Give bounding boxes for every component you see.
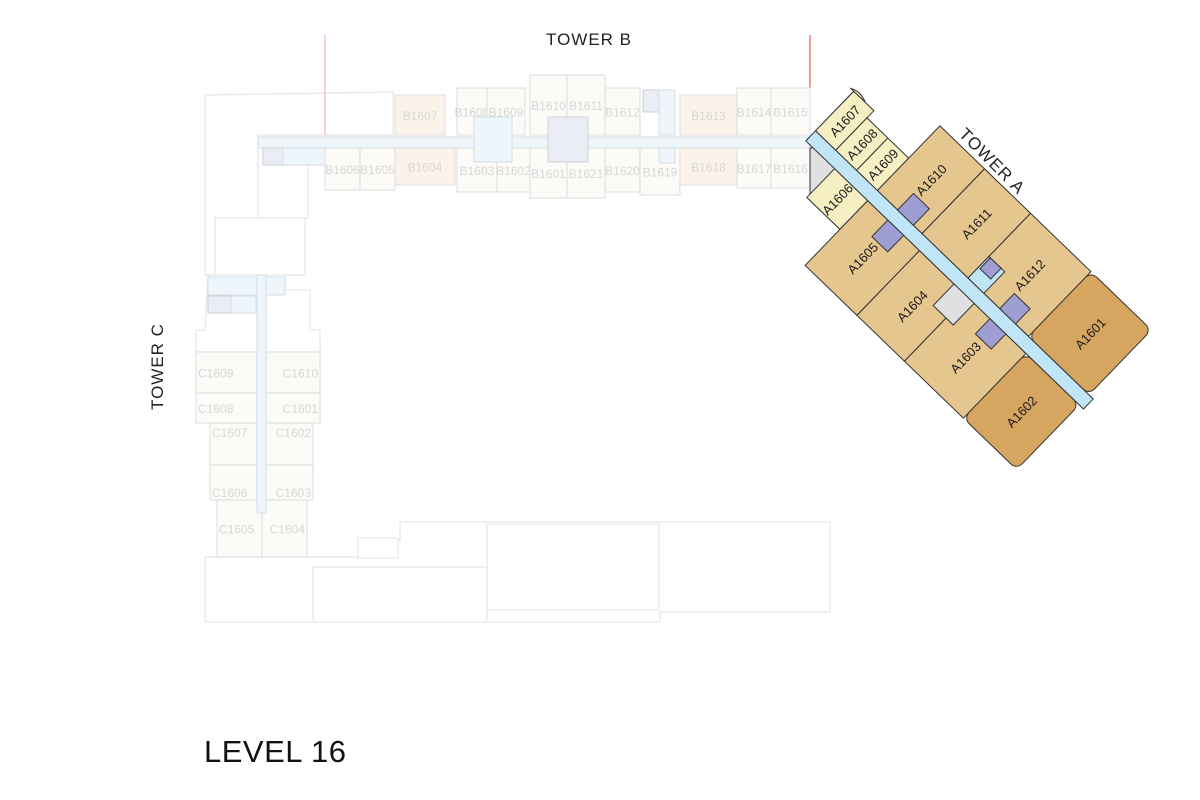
- unit-a1601[interactable]: A1601: [1028, 272, 1151, 395]
- unit-label: B1607: [403, 109, 438, 123]
- unit-b1617[interactable]: B1617: [736, 147, 772, 189]
- unit-b1606[interactable]: B1606: [324, 147, 361, 191]
- unit-label: B1610: [531, 99, 566, 113]
- unit-label: B1611: [569, 99, 603, 113]
- unit-label: B1615: [773, 106, 808, 120]
- unit-label: B1604: [408, 161, 443, 175]
- unit-b1612[interactable]: B1612: [604, 87, 641, 136]
- unit-a1606[interactable]: A1606: [806, 167, 869, 231]
- unit-outline[interactable]: [265, 351, 321, 394]
- stair-block: [230, 295, 257, 314]
- unit-outline[interactable]: [736, 147, 772, 189]
- unit-label: B1606: [325, 163, 360, 177]
- unit-label: B1609: [489, 106, 524, 120]
- unit-label: B1621: [569, 167, 604, 181]
- core-block: [207, 295, 232, 314]
- unit-c1607[interactable]: C1607: [209, 422, 258, 466]
- unit-outline[interactable]: [209, 464, 258, 501]
- unit-c1603[interactable]: C1603: [265, 464, 314, 501]
- unit-label: C1607: [212, 426, 248, 440]
- unit-label: B1603: [460, 164, 495, 178]
- unit-label: B1614: [737, 106, 772, 120]
- unit-label: B1620: [605, 164, 640, 178]
- unit-a1604[interactable]: A1604: [856, 249, 968, 362]
- unit-c1610[interactable]: C1610: [265, 351, 321, 394]
- podium-outline: [204, 91, 831, 623]
- unit-c1606[interactable]: C1606: [209, 464, 258, 501]
- unit-outline[interactable]: [604, 87, 641, 136]
- unit-outline[interactable]: [394, 94, 446, 136]
- unit-outline[interactable]: [394, 147, 456, 186]
- core-block: [473, 116, 513, 163]
- unit-c1608[interactable]: C1608: [195, 392, 258, 424]
- unit-b1604[interactable]: B1604: [394, 147, 456, 186]
- unit-label: B1608: [455, 106, 490, 120]
- unit-b1618[interactable]: B1618: [679, 147, 738, 186]
- unit-outline[interactable]: [736, 87, 772, 136]
- unit-b1616[interactable]: B1616: [770, 147, 811, 189]
- unit-label: B1617: [737, 162, 772, 176]
- corridor: [256, 274, 267, 514]
- unit-label: B1618: [691, 161, 726, 175]
- unit-label: B1605: [360, 163, 395, 177]
- stair-block: [658, 89, 676, 136]
- unit-label: C1608: [198, 402, 234, 416]
- unit-label: B1619: [643, 166, 678, 180]
- unit-b1607[interactable]: B1607: [394, 94, 446, 136]
- core-block: [896, 192, 931, 226]
- unit-c1601[interactable]: C1601: [265, 392, 321, 424]
- core-block: [262, 147, 284, 166]
- unit-a1612[interactable]: A1612: [967, 212, 1092, 338]
- unit-outline[interactable]: [261, 499, 308, 558]
- unit-c1609[interactable]: C1609: [195, 351, 258, 394]
- unit-b1605[interactable]: B1605: [359, 147, 396, 191]
- unit-label: B1612: [605, 106, 640, 120]
- unit-label: C1602: [276, 426, 312, 440]
- unit-label: C1601: [283, 402, 319, 416]
- unit-outline[interactable]: [679, 147, 738, 186]
- unit-label: C1603: [276, 486, 312, 500]
- core-block: [547, 116, 589, 163]
- unit-label: C1606: [212, 486, 248, 500]
- level-title: LEVEL 16: [204, 734, 347, 769]
- unit-b1614[interactable]: B1614: [736, 87, 772, 136]
- unit-label: B1601: [531, 167, 566, 181]
- unit-label: B1613: [691, 109, 726, 123]
- service-area: [932, 283, 975, 326]
- stair-block: [658, 147, 676, 164]
- unit-outline[interactable]: [679, 94, 738, 136]
- stair-block: [207, 276, 286, 296]
- unit-outline[interactable]: [770, 87, 811, 136]
- core-block: [974, 317, 1007, 350]
- unit-outline[interactable]: [359, 147, 396, 191]
- core-block: [979, 257, 1002, 280]
- unit-c1604[interactable]: C1604: [261, 499, 308, 558]
- unit-b1615[interactable]: B1615: [770, 87, 811, 136]
- unit-b1613[interactable]: B1613: [679, 94, 738, 136]
- core-block: [871, 219, 905, 253]
- unit-a1611[interactable]: A1611: [921, 168, 1032, 279]
- corridor: [257, 136, 811, 149]
- unit-label: C1604: [270, 523, 306, 537]
- tower-b-label: TOWER B: [546, 30, 632, 49]
- unit-b1620[interactable]: B1620: [604, 147, 641, 193]
- stair-block: [282, 147, 326, 166]
- unit-label: B1602: [496, 164, 531, 178]
- unit-c1605[interactable]: C1605: [216, 499, 263, 558]
- stair-block: [642, 89, 660, 113]
- unit-outline[interactable]: [209, 422, 258, 466]
- unit-c1602[interactable]: C1602: [265, 422, 314, 466]
- core-block: [998, 292, 1031, 325]
- unit-outline[interactable]: [324, 147, 361, 191]
- unit-label: C1610: [283, 367, 319, 381]
- unit-outline[interactable]: [604, 147, 641, 193]
- unit-label: B1616: [773, 162, 808, 176]
- unit-outline[interactable]: [195, 351, 258, 394]
- tower-c-label: TOWER C: [148, 323, 167, 410]
- unit-label: C1609: [198, 367, 234, 381]
- unit-label: C1605: [219, 523, 255, 537]
